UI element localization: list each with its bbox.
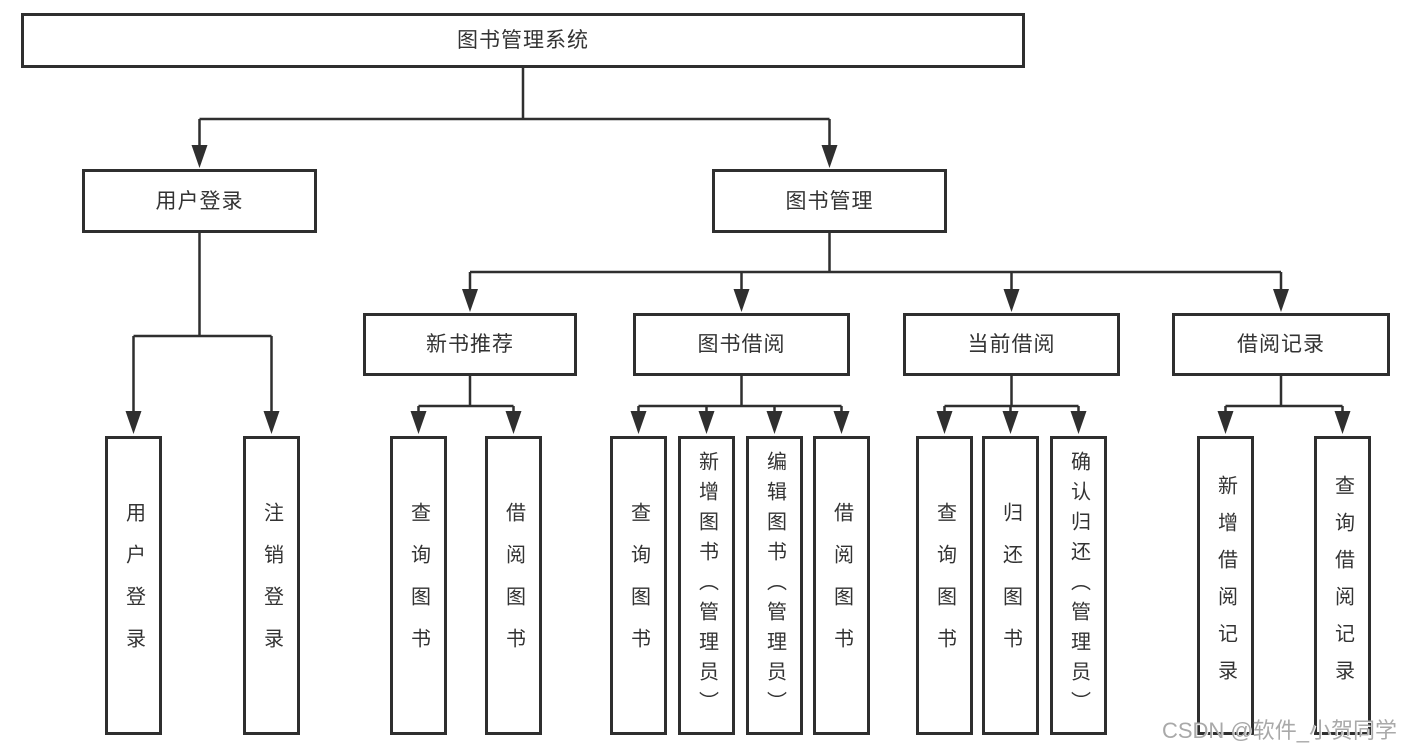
node-br-query-record: 查询借阅记录 [1314,436,1371,735]
arrowhead [462,289,478,312]
node-label: 确认归还（管理员） [1067,450,1090,721]
arrowhead [505,411,522,434]
node-label: 新增借阅记录 [1214,474,1237,697]
node-label: 归还图书 [999,501,1022,670]
node-logout: 注销登录 [243,436,300,735]
arrowhead [936,411,953,434]
arrowhead [191,145,208,168]
arrowhead [1273,289,1289,312]
node-book-borrowing: 图书借阅 [633,313,850,376]
node-nbr-borrow-books: 借阅图书 [485,436,542,735]
arrowhead [1002,411,1019,434]
node-book-management-system: 图书管理系统 [21,13,1025,68]
arrowhead [733,289,750,312]
node-label: 图书借阅 [697,333,786,356]
node-cb-return-books: 归还图书 [982,436,1039,735]
arrowhead [1334,411,1351,434]
node-book-management: 图书管理 [712,169,947,233]
node-label: 新增图书（管理员） [695,450,718,721]
node-label: 用户登录 [155,189,244,213]
node-label: 图书管理系统 [457,29,589,52]
arrowhead [821,145,838,168]
arrowhead [410,411,427,434]
node-label: 编辑图书（管理员） [763,450,786,721]
node-label: 新书推荐 [426,333,514,356]
node-bb-borrow-books: 借阅图书 [813,436,870,735]
arrowhead [766,411,783,434]
node-label: 用户登录 [122,501,145,670]
node-cb-confirm-return-admin: 确认归还（管理员） [1050,436,1107,735]
node-cb-query-books: 查询图书 [916,436,973,735]
arrowhead [1070,411,1087,434]
node-label: 当前借阅 [967,333,1056,356]
connector-borrowing-records-children [1217,376,1351,434]
connector-book-borrowing-children [630,376,850,434]
arrowhead [1003,289,1020,312]
node-label: 查询图书 [627,501,650,670]
node-label: 借阅图书 [502,501,525,670]
connector-current-borrowing-children [936,376,1087,434]
node-label: 查询借阅记录 [1331,474,1354,697]
watermark: CSDN @软件_小贺同学 [1161,718,1397,743]
node-br-add-record: 新增借阅记录 [1197,436,1254,735]
connector-user-login-children [125,233,280,434]
connector-root-to-level2 [191,68,838,168]
node-user-login: 用户登录 [82,169,317,233]
node-new-book-recommend: 新书推荐 [363,313,577,376]
arrowhead [630,411,647,434]
connector-new-book-recommend-children [410,376,522,434]
connector-book-management-children [462,233,1289,312]
arrowhead [833,411,850,434]
node-borrowing-records: 借阅记录 [1172,313,1390,376]
node-nbr-query-books: 查询图书 [390,436,447,735]
node-bb-query-books: 查询图书 [610,436,667,735]
node-label: 查询图书 [933,501,956,670]
arrowhead [125,411,142,434]
arrowhead [698,411,715,434]
arrowhead [1217,411,1234,434]
node-label: 查询图书 [407,501,430,670]
arrowhead [263,411,280,434]
node-current-borrowing: 当前借阅 [903,313,1120,376]
node-label: 借阅图书 [830,501,853,670]
node-label: 借阅记录 [1237,333,1325,356]
node-label: 注销登录 [260,501,283,670]
node-bb-edit-books-admin: 编辑图书（管理员） [746,436,803,735]
node-user-login-action: 用户登录 [105,436,162,735]
node-bb-add-books-admin: 新增图书（管理员） [678,436,735,735]
node-label: 图书管理 [785,189,874,213]
